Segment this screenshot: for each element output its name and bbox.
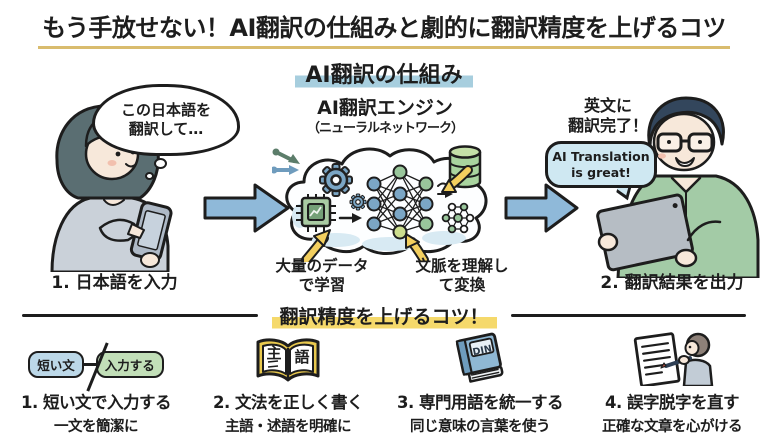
woman-hand-pointing: [127, 223, 145, 239]
engine-subtitle: （ニューラルネットワーク）: [306, 120, 464, 136]
tip-subtitle: 正確な文章を心がける: [602, 419, 743, 435]
speech-bubble: AI Translation is great!: [545, 141, 657, 189]
learning-arrow-icon: [301, 229, 331, 262]
man-hand-left: [597, 232, 619, 252]
thought-bubble: この日本語を 翻訳して…: [92, 84, 240, 156]
tip-item-4: 4. 誤字脱字を直す 正確な文章を心がける: [576, 330, 768, 436]
man-blush: [658, 153, 666, 159]
terminology-dictionary-icon: DIN: [384, 330, 576, 386]
tag-input: 入力する: [95, 351, 164, 378]
tip-subtitle: 同じ意味の言葉を使う: [410, 419, 551, 435]
output-step-caption: 2. 翻訳結果を出力: [600, 273, 744, 293]
man-hand-right: [674, 248, 698, 268]
woman-blush: [107, 160, 117, 166]
context-arrow-icon: [405, 233, 429, 262]
divider-line: [510, 314, 747, 317]
man-user-illustration: [596, 96, 760, 278]
neural-network-icon: [366, 164, 434, 240]
caption-learning: 大量のデータ で学習: [275, 257, 369, 295]
tip-item-2: 主 語 2. 文法を正しく書く 主語・述語を明確に: [192, 330, 384, 436]
engine-title: AI翻訳エンジン: [317, 97, 453, 119]
tips-heading-row: 翻訳精度を上げるコツ！: [0, 302, 768, 329]
man-hair: [647, 96, 725, 148]
tip-subtitle: 主語・述語を明確に: [225, 419, 352, 435]
tips-row: 短い文 入力する 1. 短い文で入力する 一文を簡潔に: [0, 330, 768, 436]
editor-hand: [678, 355, 690, 365]
process-arrow-icon: [338, 213, 362, 223]
tip-title: 4. 誤字脱字を直す: [605, 393, 740, 412]
mechanism-heading: AI翻訳の仕組み: [295, 57, 473, 89]
woman-smile: [125, 163, 137, 168]
tip-title: 1. 短い文で入力する: [21, 393, 172, 412]
tag-short-sentence: 短い文: [28, 351, 84, 378]
page-title-row: もう手放せない！AI翻訳の仕組みと劇的に翻訳精度を上げるコツ: [0, 8, 768, 49]
woman-neck: [103, 199, 125, 206]
tip-item-3: DIN 3. 専門用語を統一する 同じ意味の言葉を使う: [384, 330, 576, 436]
mechanism-heading-row: AI翻訳の仕組み: [0, 57, 768, 89]
caption-context: 文脈を理解し て変換: [415, 257, 509, 295]
editor-face: [684, 340, 700, 356]
flow-arrow-right-icon: [504, 183, 579, 233]
ai-chip-icon: [296, 194, 336, 232]
flow-arrow-right-icon: [203, 183, 290, 233]
man-smile: [675, 157, 695, 167]
input-data-arrows-icon: [272, 148, 300, 175]
ai-engine-cloud-illustration: [272, 145, 488, 262]
grammar-open-book-icon: 主 語: [192, 330, 384, 386]
input-step-caption: 1. 日本語を入力: [51, 273, 178, 293]
woman-hand-holding: [140, 252, 160, 268]
book-page-right-text: 語: [294, 348, 309, 366]
tag-connector: [83, 363, 96, 366]
output-label: 英文に 翻訳完了！: [567, 96, 648, 135]
data-feed-arrow-icon: [441, 165, 473, 193]
page-title: もう手放せない！AI翻訳の仕組みと劇的に翻訳精度を上げるコツ: [38, 8, 730, 49]
book-page-left-text: 主: [266, 344, 281, 362]
pen-tip: [660, 362, 667, 369]
proofread-document-icon: [576, 330, 768, 386]
divider-line: [22, 314, 258, 317]
tips-heading: 翻訳精度を上げるコツ！: [271, 302, 497, 329]
output-network-icon: [441, 202, 475, 234]
short-sentence-tags-icon: 短い文 入力する: [0, 330, 192, 392]
gear-icon: [318, 162, 354, 198]
tip-subtitle: 一文を簡潔に: [54, 419, 139, 435]
tablet-camera: [672, 203, 678, 209]
engine-heading: AI翻訳エンジン （ニューラルネットワーク）: [275, 97, 495, 136]
tip-title: 3. 専門用語を統一する: [397, 393, 564, 412]
small-gear-icon: [349, 193, 367, 211]
dictionary-label-text: DIN: [472, 343, 493, 358]
engine-captions: 大量のデータ で学習 文脈を理解し て変換: [258, 257, 526, 296]
man-arm-line: [686, 220, 722, 242]
tip-title: 2. 文法を正しく書く: [213, 393, 364, 412]
tip-item-1: 短い文 入力する 1. 短い文で入力する 一文を簡潔に: [0, 330, 192, 436]
editor-shoulder: [682, 358, 714, 386]
thought-bubble-dot: [154, 158, 167, 169]
thought-bubble-dot: [145, 172, 154, 180]
